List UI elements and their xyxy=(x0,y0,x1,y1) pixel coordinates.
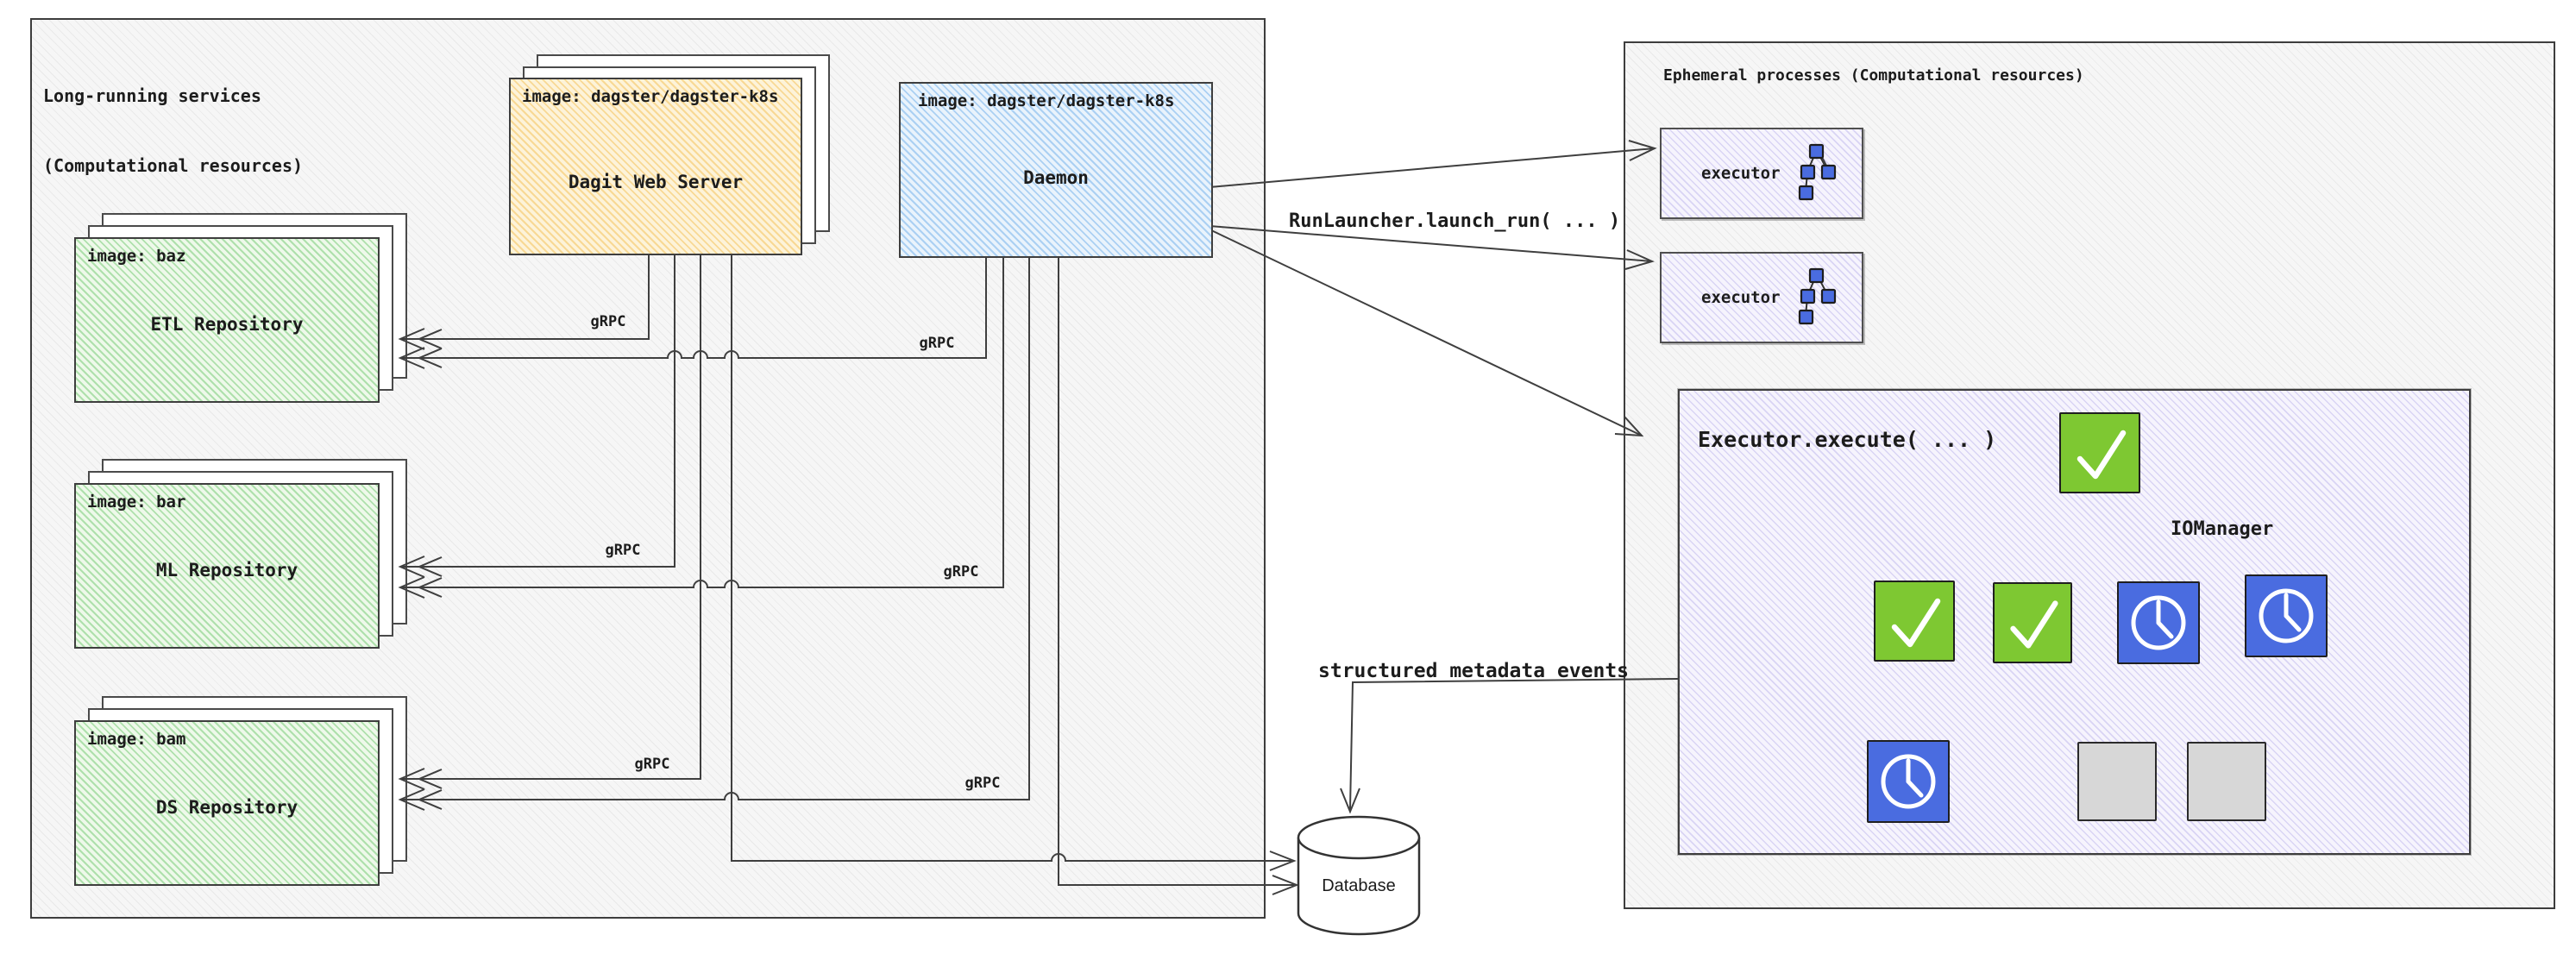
mini-dag-icon xyxy=(1798,267,1837,325)
step-node-queued xyxy=(2077,742,2157,821)
database-label: Database xyxy=(1322,876,1396,895)
dagit-image-label: image: dagster/dagster-k8s xyxy=(522,87,779,106)
arrow-daemon-to-executor-2 xyxy=(1209,225,1655,270)
etl-image-label: image: baz xyxy=(87,247,186,266)
daemon-box: image: dagster/dagster-k8s Daemon xyxy=(899,82,1213,258)
arrow-daemon-to-execute-box xyxy=(1209,229,1644,437)
ds-repository-box: image: bam DS Repository xyxy=(74,720,380,886)
grpc-label-dagit-ml: gRPC xyxy=(605,542,641,559)
run-launcher-label: RunLauncher.launch_run( ... ) xyxy=(1289,210,1621,232)
executor-2-label: executor xyxy=(1701,288,1781,307)
step-node-success-check-icon xyxy=(1874,581,1955,662)
left-panel-title: Long-running services (Computational res… xyxy=(43,38,303,224)
left-panel-title-line1: Long-running services xyxy=(43,85,261,106)
mini-dag-icon xyxy=(1798,143,1837,201)
step-node-waiting-clock-icon xyxy=(2245,574,2328,657)
executor-box-2: executor xyxy=(1660,252,1863,343)
grpc-label-daemon-ml: gRPC xyxy=(943,563,979,581)
arrow-daemon-to-executor-1 xyxy=(1209,140,1657,188)
step-node-waiting-clock-icon xyxy=(2117,581,2200,664)
left-panel-title-line2: (Computational resources) xyxy=(43,155,304,176)
grpc-label-daemon-etl: gRPC xyxy=(919,335,955,352)
structured-metadata-label: structured metadata events xyxy=(1318,660,1630,682)
right-panel-title: Ephemeral processes (Computational resou… xyxy=(1663,66,2084,85)
etl-repository-box: image: baz ETL Repository xyxy=(74,237,380,403)
executor-1-label: executor xyxy=(1701,164,1781,183)
iomanager-label: IOManager xyxy=(2171,518,2274,540)
ds-image-label: image: bam xyxy=(87,730,186,749)
daemon-name: Daemon xyxy=(1023,167,1089,188)
ml-repo-name: ML Repository xyxy=(155,560,298,581)
ml-image-label: image: bar xyxy=(87,493,186,512)
step-node-waiting-clock-icon xyxy=(1867,740,1950,823)
step-node-success-check-icon xyxy=(2059,412,2140,493)
ml-repository-box: image: bar ML Repository xyxy=(74,483,380,649)
grpc-label-dagit-etl: gRPC xyxy=(590,313,626,330)
daemon-image-label: image: dagster/dagster-k8s xyxy=(918,91,1175,110)
grpc-label-daemon-ds: gRPC xyxy=(964,775,1001,792)
executor-execute-title: Executor.execute( ... ) xyxy=(1698,427,1997,452)
dagit-web-server-box: image: dagster/dagster-k8s Dagit Web Ser… xyxy=(509,78,802,255)
dagit-name: Dagit Web Server xyxy=(568,172,744,192)
executor-box-1: executor xyxy=(1660,128,1863,219)
grpc-label-dagit-ds: gRPC xyxy=(634,756,670,773)
ds-repo-name: DS Repository xyxy=(155,797,298,818)
step-node-queued xyxy=(2187,742,2266,821)
step-node-success-check-icon xyxy=(1993,582,2072,663)
etl-repo-name: ETL Repository xyxy=(150,314,304,335)
